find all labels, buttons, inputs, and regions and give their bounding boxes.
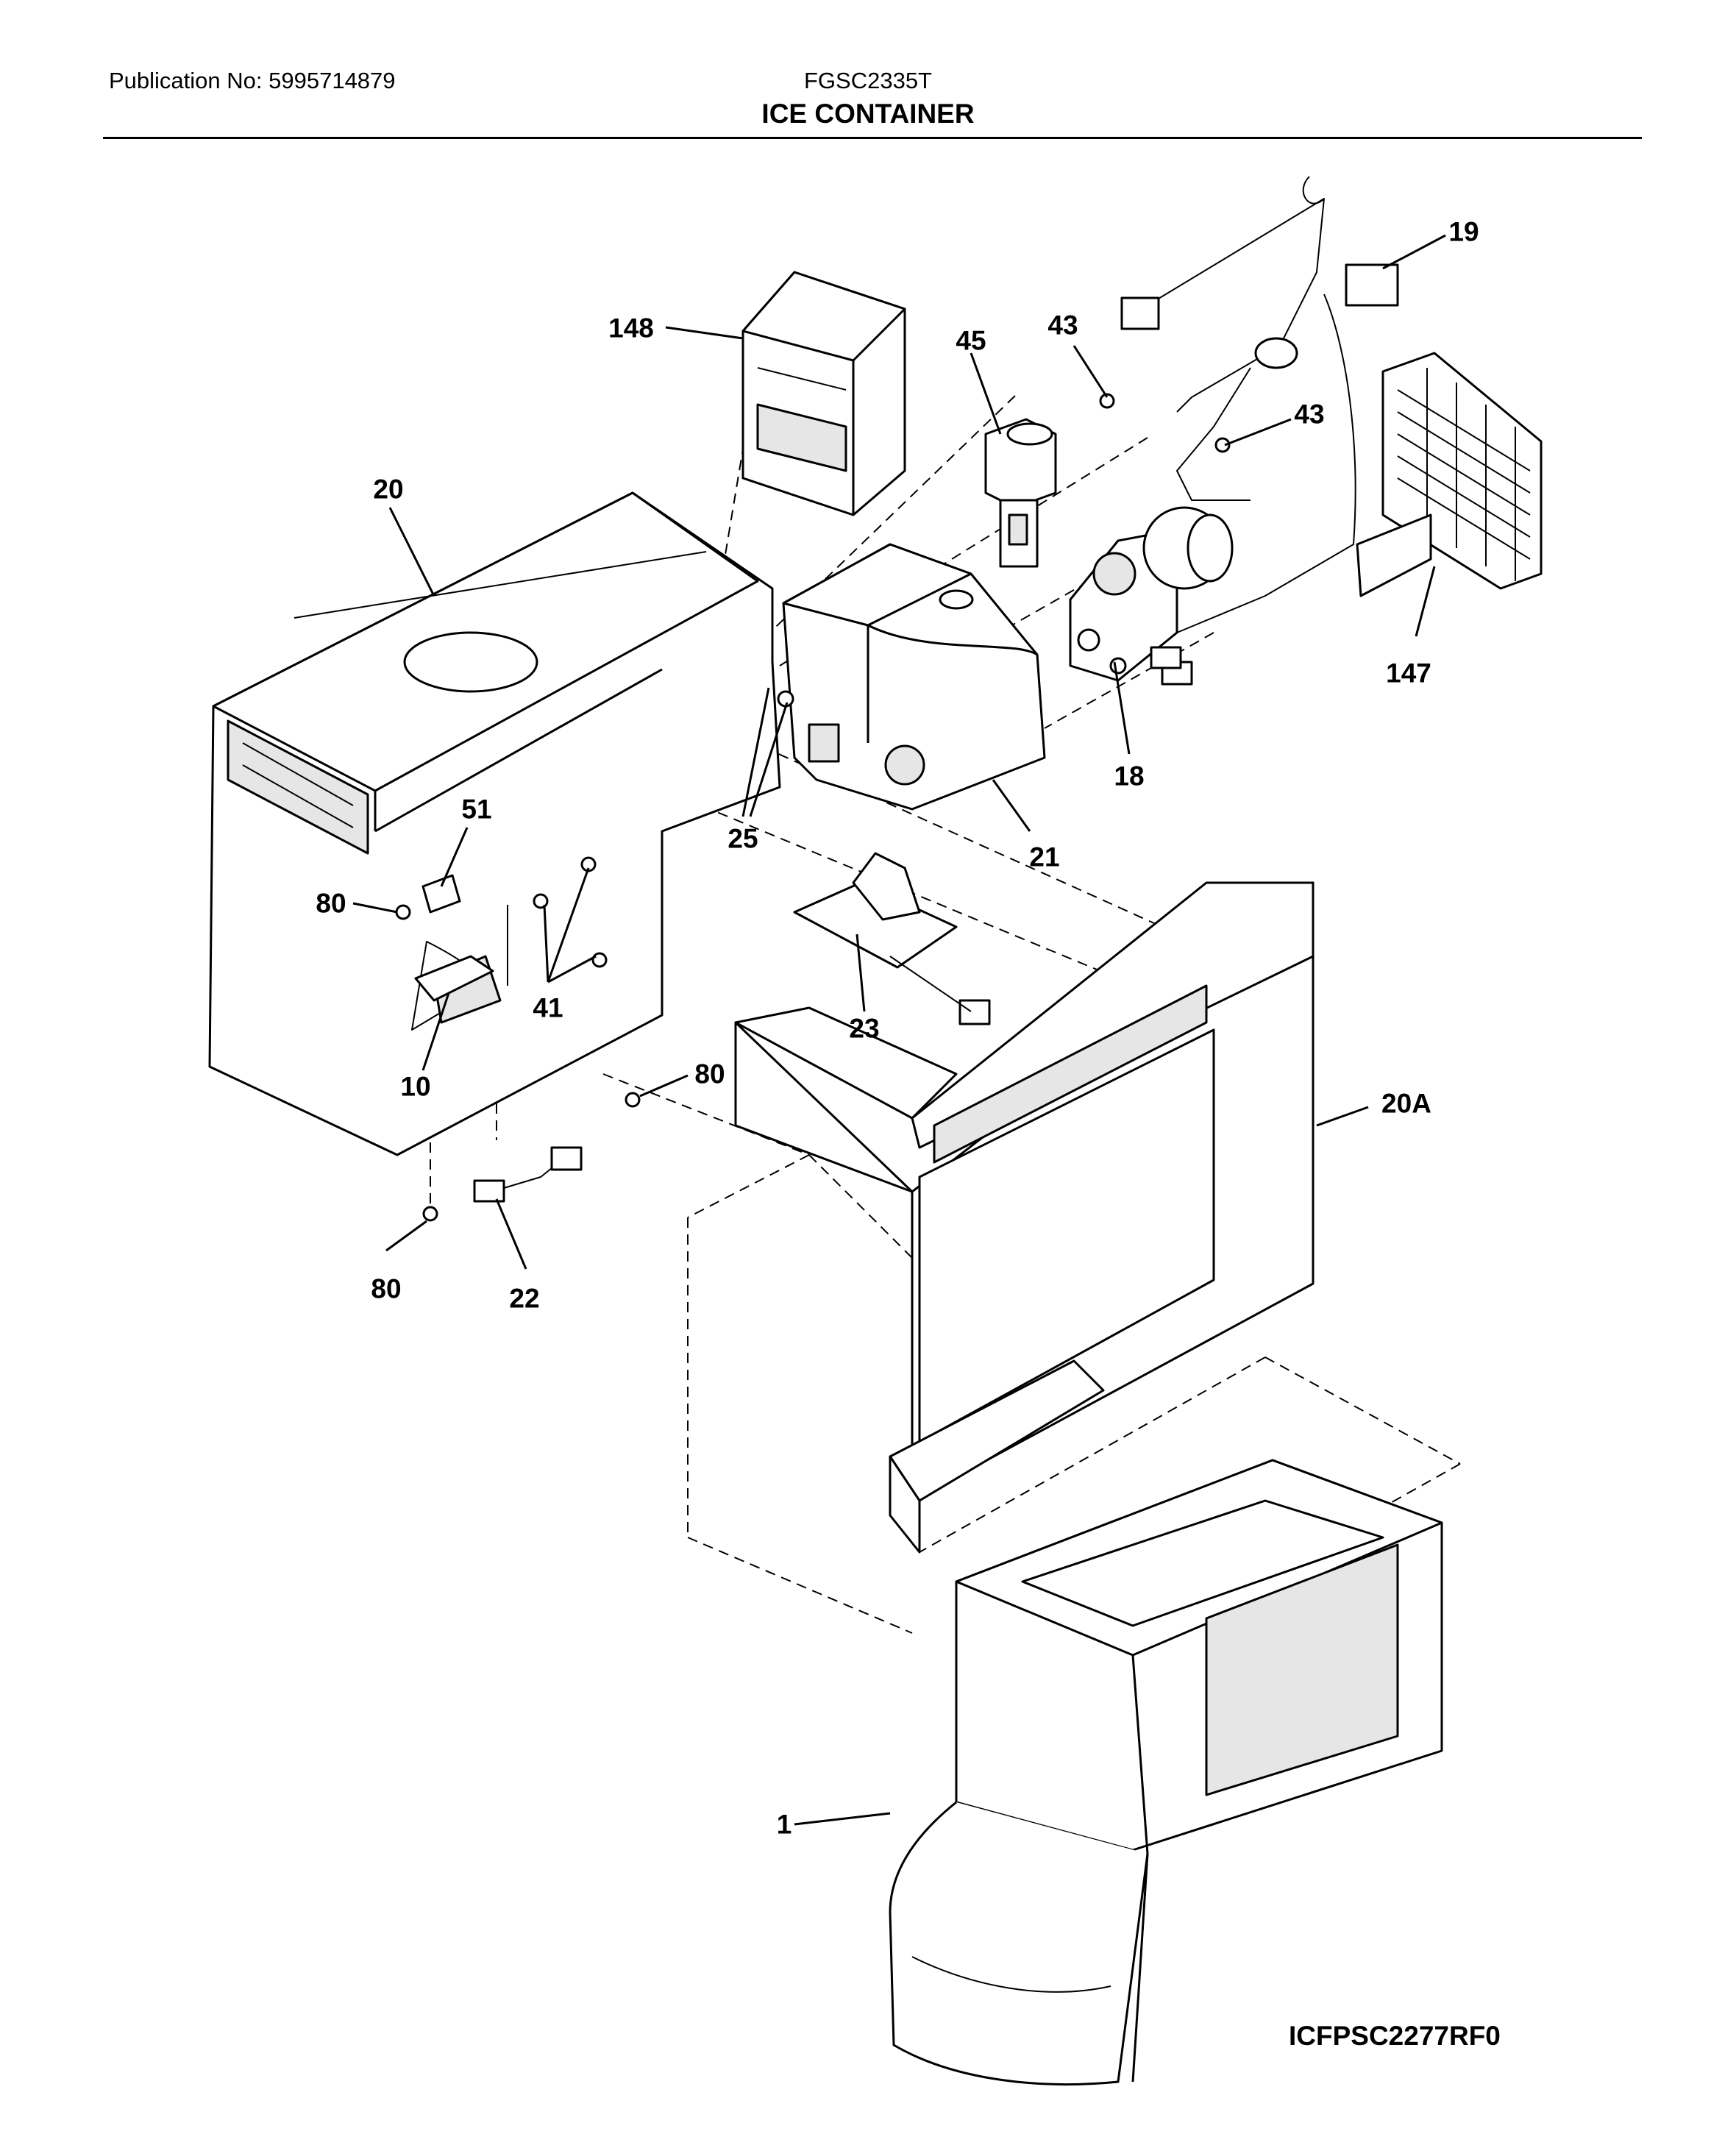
callout-80-center: 80: [694, 1059, 725, 1089]
part-80-screw-left: [395, 904, 411, 920]
part-51-clip: [421, 874, 461, 914]
callout-19: 19: [1448, 216, 1479, 247]
callout-18: 18: [1114, 761, 1145, 792]
callout-41: 41: [533, 992, 563, 1023]
publication-number: Publication No: 5995714879: [109, 68, 396, 93]
callout-21: 21: [1029, 842, 1060, 872]
header-divider: [103, 137, 1642, 139]
part-80-screw-bottom: [422, 1206, 438, 1222]
callout-80-bottom: 80: [371, 1273, 402, 1304]
callout-45: 45: [956, 325, 986, 356]
part-43-screw-right: [1214, 437, 1231, 453]
callout-51: 51: [461, 794, 492, 825]
part-80-screw-center: [625, 1092, 641, 1108]
callout-leader-lines: [352, 234, 1446, 1826]
callout-147: 147: [1386, 658, 1431, 689]
callout-23: 23: [849, 1013, 880, 1044]
callout-80-left: 80: [316, 888, 346, 919]
callout-148: 148: [608, 313, 654, 344]
part-19-wire-harness: [1120, 176, 1399, 686]
part-43-screw-top: [1099, 393, 1115, 409]
drawing-code: ICFPSC2277RF0: [1289, 2021, 1501, 2051]
model-number: FGSC2335T: [803, 68, 932, 93]
part-20-frame: [208, 491, 781, 1156]
callout-25: 25: [728, 823, 758, 854]
part-1-ice-bucket: [889, 1459, 1443, 2085]
part-45-solenoid: [984, 418, 1057, 568]
callout-22: 22: [509, 1283, 540, 1314]
callout-20A: 20A: [1381, 1088, 1431, 1119]
part-21-auger-housing: [782, 543, 1046, 811]
part-147-grille: [1356, 352, 1543, 597]
page-title: ICE CONTAINER: [761, 99, 975, 129]
callout-1: 1: [776, 1809, 792, 1840]
part-23-chute: [793, 852, 991, 1025]
callout-43-top: 43: [1047, 310, 1078, 341]
callout-43-right: 43: [1294, 399, 1325, 430]
callout-10: 10: [400, 1071, 431, 1102]
callout-20: 20: [373, 474, 404, 505]
part-20A-door-frame: [734, 881, 1315, 1554]
part-10-handle: [414, 955, 494, 1002]
part-18-motor: [1069, 506, 1234, 682]
part-148-cover: [741, 271, 906, 516]
part-22-sensor: [473, 1146, 583, 1203]
